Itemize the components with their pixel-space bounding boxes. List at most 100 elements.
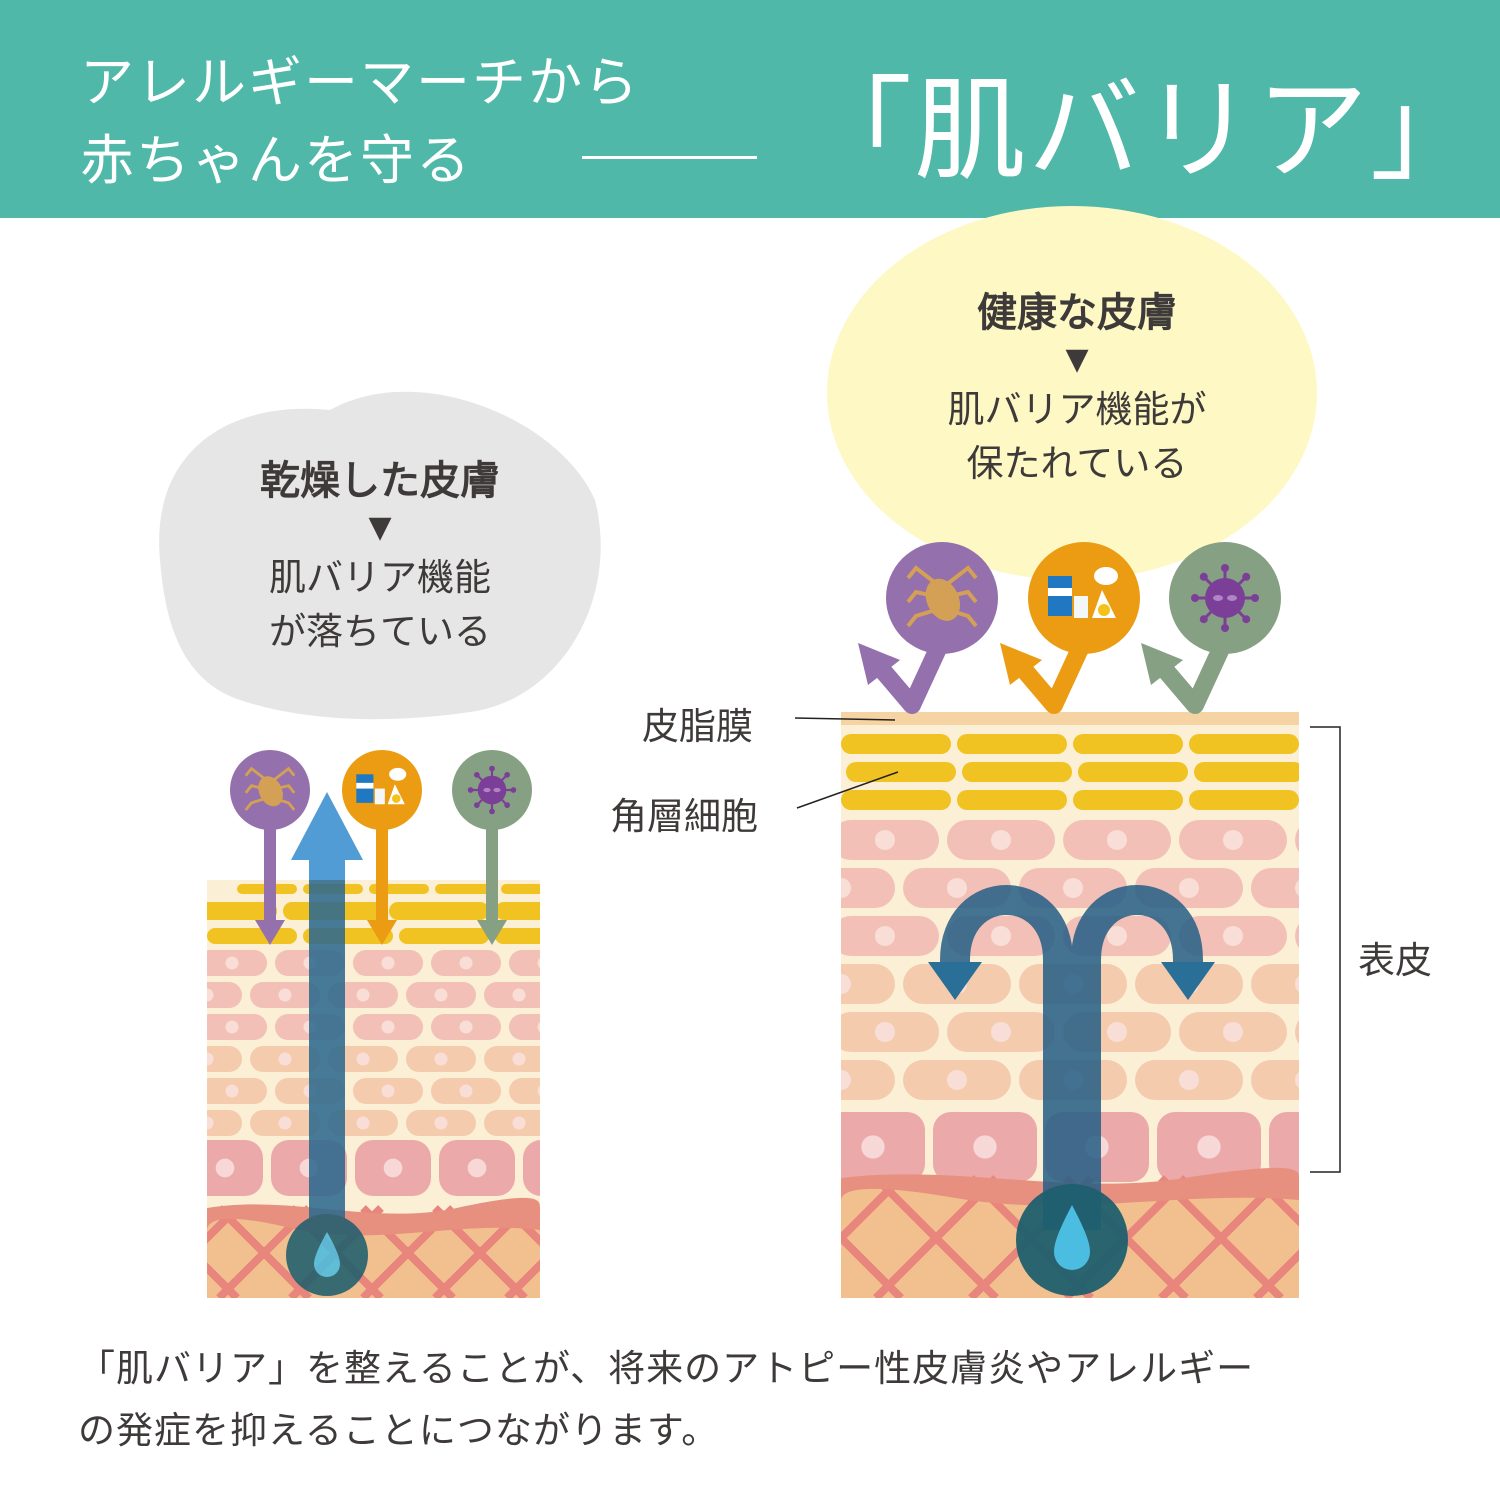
cell-nucleus: [1339, 926, 1359, 946]
cell-nucleus: [973, 1135, 997, 1159]
cell-nucleus: [207, 1116, 214, 1130]
cell-nucleus: [1295, 880, 1299, 896]
cell-nucleus: [1339, 830, 1359, 850]
footer-line-1: 「肌バリア」を整えることが、将来のアトピー性皮膚炎やアレルギー: [78, 1347, 1255, 1390]
cell-nucleus: [552, 1159, 571, 1178]
corneocyte: [1189, 790, 1299, 810]
cell-nucleus: [225, 956, 239, 970]
epidermis-bracket: [1310, 726, 1341, 1173]
cell-nucleus: [991, 1022, 1011, 1042]
epidermal-cell: [484, 982, 540, 1008]
food-allergen-icon: [1028, 542, 1140, 654]
epidermal-cell: [207, 1046, 242, 1072]
cell-nucleus: [875, 830, 895, 850]
epidermal-cell: [509, 1078, 540, 1104]
dry-skin-bubble: [159, 391, 601, 720]
corneocyte-leader-line: [796, 771, 899, 809]
header-rule: [582, 156, 757, 159]
healthy-bounce-arrows: [858, 636, 1234, 714]
cell-nucleus: [467, 1158, 487, 1178]
arrow-down-icon: [928, 962, 982, 1000]
cell-nucleus: [356, 1052, 370, 1066]
cell-nucleus: [991, 926, 1011, 946]
epidermal-cell: [1251, 1060, 1299, 1100]
basal-cell: [207, 1140, 263, 1196]
epidermal-cell: [207, 982, 242, 1008]
cell-nucleus: [215, 1158, 235, 1178]
corneocyte: [1073, 734, 1183, 754]
water-loss-arrow: [286, 792, 368, 1296]
cell-nucleus: [356, 988, 370, 1002]
corneocyte: [1073, 790, 1183, 810]
epidermal-cell: [1295, 1020, 1299, 1044]
virus-icon: [1169, 542, 1281, 654]
arrow-down-icon: [367, 920, 397, 945]
epidermal-cell: [484, 1110, 540, 1136]
epidermal-cell: [509, 1014, 540, 1040]
cell-nucleus: [1107, 830, 1127, 850]
cell-nucleus: [512, 988, 526, 1002]
epidermal-cell: [841, 964, 895, 1004]
cell-nucleus: [383, 1158, 403, 1178]
header-line-1: アレルギーマーチから: [80, 51, 640, 114]
cell-nucleus: [841, 878, 851, 898]
cell-nucleus: [278, 1116, 292, 1130]
cell-nucleus: [861, 1135, 885, 1159]
arrow-down-icon: [477, 920, 507, 945]
dry-skin-line-1: 肌バリア機能: [269, 556, 491, 599]
arrow-up-left-icon: [858, 643, 900, 685]
header-banner: アレルギーマーチから 赤ちゃんを守る 「肌バリア」: [0, 0, 1500, 218]
cell-nucleus: [537, 957, 540, 969]
cell-nucleus: [875, 1022, 895, 1042]
healthy-skin-cross-section: [841, 712, 1359, 1298]
healthy-skin-title: 健康な皮膚: [977, 290, 1177, 336]
header-line-2: 赤ちゃんを守る: [80, 129, 472, 192]
footer-text: 「肌バリア」を整えることが、将来のアトピー性皮膚炎やアレルギー の発症を抑えるこ…: [78, 1338, 1254, 1462]
arrow-down-icon: [1161, 962, 1215, 1000]
corneocyte: [957, 734, 1067, 754]
corneocyte-label: 角層細胞: [610, 795, 758, 838]
cell-nucleus: [875, 926, 895, 946]
corneocyte: [841, 734, 951, 754]
cell-nucleus: [512, 1052, 526, 1066]
cell-nucleus: [1295, 976, 1299, 992]
cell-nucleus: [947, 878, 967, 898]
cell-nucleus: [537, 1021, 540, 1033]
cell-nucleus: [1107, 926, 1127, 946]
cell-nucleus: [1179, 1070, 1199, 1090]
corneocyte: [962, 762, 1072, 782]
sebum-layer: [841, 712, 1299, 725]
corneocyte: [1194, 762, 1299, 782]
water-drop-icon: [314, 1232, 340, 1277]
cell-nucleus: [1309, 1135, 1332, 1158]
cell-nucleus: [434, 988, 448, 1002]
corneocyte: [207, 928, 297, 944]
cell-nucleus: [434, 1116, 448, 1130]
corneocyte: [846, 762, 956, 782]
basal-cell: [523, 1140, 540, 1196]
epidermal-cell: [1295, 924, 1299, 948]
header-headline: 「肌バリア」: [800, 66, 1484, 196]
cell-nucleus: [991, 830, 1011, 850]
cell-nucleus: [381, 1084, 395, 1098]
corneocyte: [1078, 762, 1188, 782]
cell-nucleus: [841, 974, 851, 994]
epidermal-cell: [841, 868, 895, 908]
down-triangle-icon: ▼: [368, 510, 392, 545]
cell-nucleus: [1063, 878, 1083, 898]
cell-nucleus: [459, 956, 473, 970]
cell-nucleus: [207, 988, 214, 1002]
dry-allergen-icons: [230, 750, 532, 830]
arrow-up-left-icon: [1141, 643, 1183, 685]
cell-nucleus: [356, 1116, 370, 1130]
arrow-up-left-icon: [1000, 643, 1042, 685]
basement-membrane: [207, 1197, 540, 1236]
cell-nucleus: [278, 1052, 292, 1066]
cell-nucleus: [1223, 926, 1243, 946]
virus-icon: [452, 750, 532, 830]
moisture-retention-arrows: [940, 885, 1203, 1230]
cell-nucleus: [1223, 1022, 1243, 1042]
cell-nucleus: [207, 1052, 214, 1066]
corneocyte: [957, 790, 1067, 810]
